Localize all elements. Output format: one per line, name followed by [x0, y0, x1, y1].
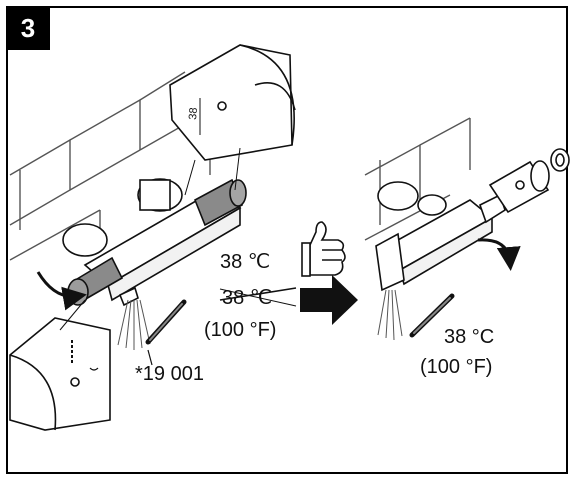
dial-scale-mark: 38	[187, 107, 200, 120]
final-temperature-fahrenheit: (100 °F)	[420, 356, 492, 378]
rotate-arrow-right	[477, 238, 521, 271]
left-water-spray	[117, 299, 151, 350]
panel-frame	[6, 6, 568, 474]
strikethrough-line-2	[219, 288, 297, 307]
left-thermometer	[145, 299, 187, 366]
thumbs-up-icon	[301, 221, 346, 277]
step-number-badge: 3	[6, 6, 50, 50]
right-thermostat-body	[375, 148, 570, 292]
right-water-spray	[377, 289, 403, 341]
right-thermometer	[409, 293, 455, 338]
strikethrough-line	[219, 287, 297, 301]
part-number-label: *19 001	[135, 363, 204, 385]
next-step-arrow-icon	[300, 275, 358, 325]
approved-temperature-label: 38 ℃	[220, 251, 270, 273]
rotate-arrow-left	[36, 271, 87, 311]
final-temperature-celsius: 38 °C	[444, 326, 494, 348]
fahrenheit-label-left: (100 °F)	[204, 319, 276, 341]
dial-zoom-callout	[169, 44, 296, 196]
left-thermostat-body	[62, 178, 247, 307]
grip-zoom-callout	[9, 299, 111, 431]
